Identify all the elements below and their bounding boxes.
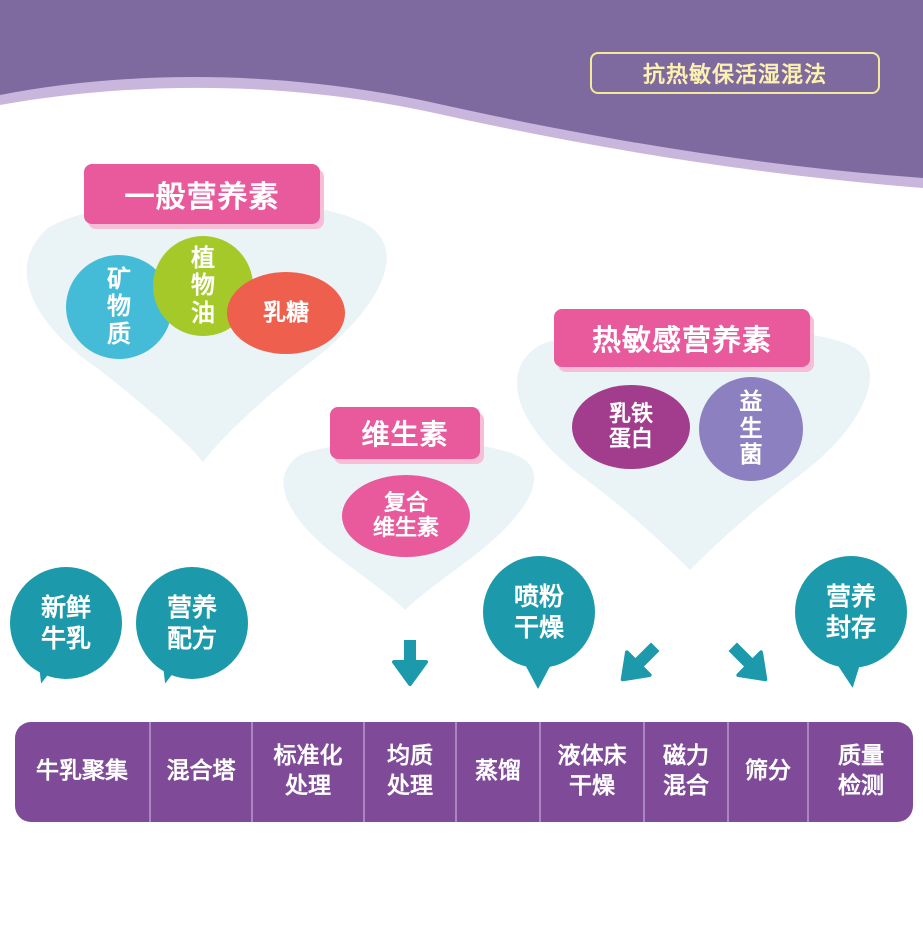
step-standardization: 标准化 处理 — [253, 722, 365, 822]
process-steps-bar: 牛乳聚集 混合塔 标准化 处理 均质 处理 蒸馏 液体床 干燥 磁力 混合 筛分… — [15, 722, 913, 822]
step-mixing-tower: 混合塔 — [151, 722, 253, 822]
spray-drying-text: 喷粉 干燥 — [513, 581, 564, 642]
header-wave — [0, 0, 923, 178]
vitamin-label: 维生素 — [330, 407, 480, 459]
step-label: 磁力 混合 — [663, 743, 709, 799]
step-label: 液体床 干燥 — [557, 743, 627, 799]
step-label: 质量 检测 — [838, 743, 884, 799]
spray-drying-bubble: 喷粉 干燥 — [483, 556, 595, 668]
method-badge: 抗热敏保活湿混法 — [590, 52, 880, 94]
multivitamin-circle: 复合 维生素 — [342, 475, 470, 557]
step-distillation: 蒸馏 — [457, 722, 541, 822]
step-label: 均质 处理 — [387, 743, 433, 799]
fresh-milk-text: 新鲜 牛乳 — [40, 592, 91, 653]
step-quality-inspection: 质量 检测 — [809, 722, 913, 822]
fresh-milk-bubble: 新鲜 牛乳 — [10, 567, 122, 679]
mineral-circle: 矿 物 质 — [66, 255, 172, 359]
nutrition-seal-bubble: 营养 封存 — [795, 556, 907, 668]
probiotic-circle: 益 生 菌 — [699, 377, 803, 481]
step-fluid-bed-drying: 液体床 干燥 — [541, 722, 645, 822]
step-milk-collection: 牛乳聚集 — [15, 722, 151, 822]
arrow-down-left-icon — [620, 642, 660, 682]
spray-drying-tail — [520, 655, 556, 689]
step-label: 蒸馏 — [475, 758, 521, 785]
arrow-down-right-icon — [728, 642, 768, 682]
step-sieving: 筛分 — [729, 722, 809, 822]
step-label: 牛乳聚集 — [36, 758, 128, 785]
step-label: 混合塔 — [166, 758, 236, 785]
nutrition-seal-text: 营养 封存 — [825, 581, 876, 642]
lactoferrin-circle: 乳铁 蛋白 — [572, 385, 690, 469]
step-label: 标准化 处理 — [273, 743, 343, 799]
nutrition-seal-tail — [829, 647, 871, 691]
general-nutrients-label: 一般营养素 — [84, 164, 320, 224]
step-magnetic-mixing: 磁力 混合 — [645, 722, 729, 822]
step-homogenization: 均质 处理 — [365, 722, 457, 822]
arrow-down-icon — [392, 640, 428, 686]
step-label: 筛分 — [745, 758, 791, 785]
heat-sensitive-label: 热敏感营养素 — [554, 309, 810, 367]
nutrition-formula-bubble: 营养 配方 — [136, 567, 248, 679]
nutrition-formula-text: 营养 配方 — [166, 592, 217, 653]
lactose-circle: 乳糖 — [227, 272, 345, 354]
